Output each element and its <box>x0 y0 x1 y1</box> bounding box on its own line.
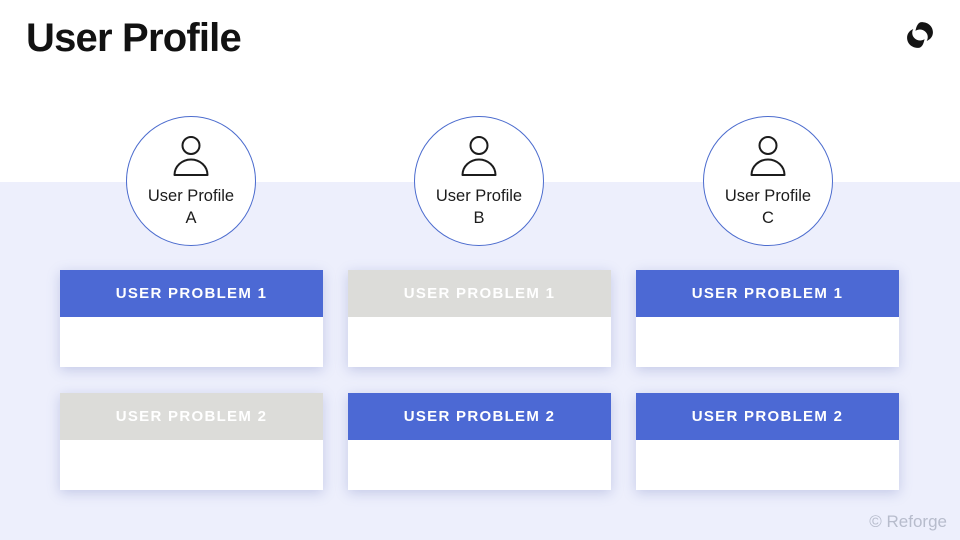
reforge-logo-icon <box>906 22 934 48</box>
card-problem2-profile-c: USER PROBLEM 2 <box>636 393 899 490</box>
card-body <box>636 317 899 367</box>
profile-circle-b: User Profile B <box>414 116 544 246</box>
person-icon <box>456 134 502 183</box>
reforge-watermark: © Reforge <box>869 512 947 531</box>
card-header: USER PROBLEM 1 <box>60 270 323 317</box>
profile-label-line1: User Profile <box>724 187 812 205</box>
card-problem1-profile-c: USER PROBLEM 1 <box>636 270 899 367</box>
profile-label-line2: C <box>762 209 774 228</box>
card-header: USER PROBLEM 2 <box>636 393 899 440</box>
card-body <box>60 440 323 490</box>
card-body <box>636 440 899 490</box>
card-body <box>348 317 611 367</box>
card-header: USER PROBLEM 2 <box>348 393 611 440</box>
person-icon <box>168 134 214 183</box>
card-header: USER PROBLEM 2 <box>60 393 323 440</box>
profile-circle-a: User Profile A <box>126 116 256 246</box>
card-body <box>60 317 323 367</box>
card-header: USER PROBLEM 1 <box>348 270 611 317</box>
card-problem2-profile-b: USER PROBLEM 2 <box>348 393 611 490</box>
profile-label-line1: User Profile <box>147 187 235 205</box>
profile-circle-c: User Profile C <box>703 116 833 246</box>
card-problem1-profile-a: USER PROBLEM 1 <box>60 270 323 367</box>
card-problem2-profile-a: USER PROBLEM 2 <box>60 393 323 490</box>
card-problem1-profile-b: USER PROBLEM 1 <box>348 270 611 367</box>
profile-label-line2: B <box>473 209 485 228</box>
card-header: USER PROBLEM 1 <box>636 270 899 317</box>
problem-cards-grid: USER PROBLEM 1 USER PROBLEM 1 USER PROBL… <box>60 270 899 490</box>
profile-label: User Profile B <box>436 185 522 230</box>
person-icon <box>745 134 791 183</box>
profile-label-line1: User Profile <box>435 187 523 205</box>
page-title: User Profile <box>26 16 242 60</box>
profile-label: User Profile A <box>148 185 234 230</box>
profile-label: User Profile C <box>725 185 811 230</box>
profile-label-line2: A <box>185 209 197 228</box>
card-body <box>348 440 611 490</box>
